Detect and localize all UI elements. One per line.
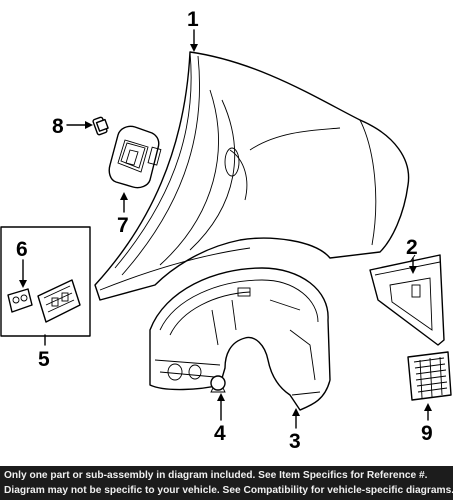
callout-1: 1 bbox=[187, 8, 199, 31]
callout-7: 7 bbox=[117, 214, 129, 237]
fuel-door-housing-part[interactable] bbox=[108, 125, 162, 189]
callout-2: 2 bbox=[406, 236, 418, 259]
disclaimer-line-2: Diagram may not be specific to your vehi… bbox=[4, 485, 453, 496]
quarter-panel-part[interactable] bbox=[94, 51, 410, 301]
callout-4: 4 bbox=[214, 422, 226, 445]
callout-6: 6 bbox=[16, 238, 28, 261]
vent-grille-part[interactable] bbox=[407, 351, 452, 401]
bezel-part[interactable] bbox=[37, 279, 81, 323]
wheelhouse-liner-part[interactable] bbox=[149, 267, 331, 411]
bolt-part[interactable] bbox=[92, 116, 109, 136]
disclaimer-footer: Only one part or sub-assembly in diagram… bbox=[0, 466, 453, 500]
callout-5: 5 bbox=[38, 348, 50, 371]
disclaimer-line-1: Only one part or sub-assembly in diagram… bbox=[4, 470, 428, 481]
parts-diagram: 1 2 3 4 5 6 7 8 9 bbox=[0, 8, 452, 453]
clip-part[interactable] bbox=[7, 288, 33, 313]
callout-8: 8 bbox=[52, 115, 64, 138]
callout-9: 9 bbox=[421, 422, 433, 445]
push-pin-part[interactable] bbox=[210, 375, 226, 393]
bracket-part[interactable] bbox=[369, 254, 445, 346]
leader-lines bbox=[19, 29, 432, 429]
callout-3: 3 bbox=[289, 430, 301, 453]
